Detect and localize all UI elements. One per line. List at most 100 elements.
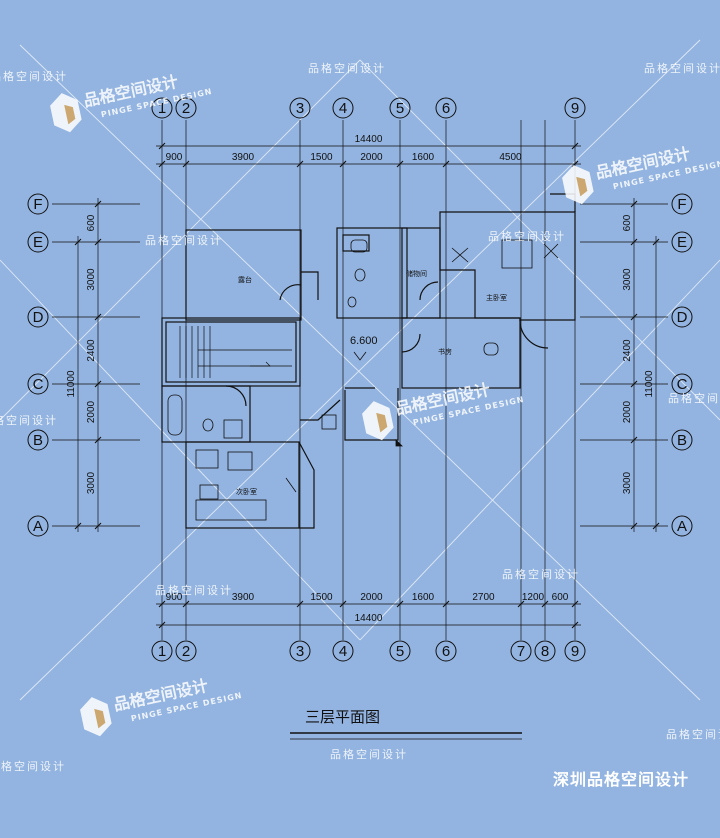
bottom-dim-total-label: 14400 (355, 613, 383, 624)
right-dim-total-label: 11000 (644, 370, 655, 398)
right-dim-segment-label: 2400 (622, 339, 633, 362)
dim-tick (296, 600, 304, 608)
axis-bubble-right-C: C (677, 376, 688, 393)
dim-tick (652, 522, 660, 530)
left-dim-segment-label: 3000 (86, 471, 97, 494)
bottom-dim-segment-label: 1600 (412, 592, 435, 603)
axis-bubble-top-2: 2 (182, 100, 190, 117)
dim-tick (94, 380, 102, 388)
axis-bubble-top-4-circle (332, 97, 354, 119)
axis-bubble-bottom-1: 1 (158, 643, 166, 660)
axis-bubble-top-3: 3 (296, 100, 304, 117)
axis-bubble-right-B-circle (671, 429, 693, 451)
master-bedroom-outline (439, 211, 576, 321)
right-dim-segment-label: 3000 (622, 471, 633, 494)
watermark-logo: 品格空间设计 PINGE SPACE DESIGN (562, 144, 720, 205)
dim-tick (158, 621, 166, 629)
watermark-text: 品格空间设计 (0, 759, 66, 773)
dim-tick (94, 238, 102, 246)
left-dim-segment-label: 2400 (86, 339, 97, 362)
axis-bubble-top-2-circle (175, 97, 197, 119)
dim-tick (571, 142, 579, 150)
dim-tick (541, 600, 549, 608)
axis-bubble-bottom-5: 5 (396, 643, 404, 660)
horizontal-axis-lines (52, 203, 668, 527)
dim-tick (339, 160, 347, 168)
axis-bubble-left-A: A (33, 518, 43, 535)
watermark-text: 品格空间设计 (666, 727, 720, 741)
dim-tick (630, 436, 638, 444)
axis-bubble-top-6: 6 (442, 100, 450, 117)
room-label-terrace: 露台 (238, 275, 252, 284)
axis-bubble-bottom-5-circle (389, 640, 411, 662)
stair-outline (161, 317, 301, 387)
axis-bubble-bottom-8: 8 (541, 643, 549, 660)
axis-bubble-right-D-circle (671, 306, 693, 328)
axis-bubble-left-C: C (33, 376, 44, 393)
watermark-text: 品格空间设计 (644, 61, 720, 75)
axis-bubble-right-B: B (677, 432, 687, 449)
dim-tick (296, 160, 304, 168)
axis-bubble-left-D-circle (27, 306, 49, 328)
room-labels: 露台 储物间 主卧室 书房 次卧室 6.600 (236, 269, 507, 496)
bottom-dim-segment-label: 2700 (472, 592, 495, 603)
axis-bubble-bottom-9-circle (564, 640, 586, 662)
watermark-text: 品格空间设计 (145, 233, 223, 247)
dim-tick (630, 522, 638, 530)
axis-bubble-right-C-circle (671, 373, 693, 395)
dim-tick (396, 160, 404, 168)
dim-tick (571, 600, 579, 608)
dim-tick (630, 238, 638, 246)
top-dim-segment-label: 2000 (360, 152, 383, 163)
axis-bubble-left-E: E (33, 234, 43, 251)
vertical-axis-lines (161, 120, 576, 640)
bottom-dim-segment-label: 1200 (522, 592, 545, 603)
axis-bubble-left-A-circle (27, 515, 49, 537)
dim-tick (630, 380, 638, 388)
dim-tick (339, 600, 347, 608)
axis-bubble-top-1: 1 (158, 100, 166, 117)
axis-bubble-bottom-2-circle (175, 640, 197, 662)
axis-bubble-right-E-circle (671, 231, 693, 253)
watermark-text: 品格空间设计 (488, 229, 566, 243)
axis-bubble-left-B: B (33, 432, 43, 449)
top-dim-segment-label: 3900 (232, 152, 255, 163)
bath-left-outline (161, 385, 251, 443)
axis-bubble-bottom-1-circle (151, 640, 173, 662)
dim-tick (158, 160, 166, 168)
dim-tick (74, 522, 82, 530)
axis-bubble-left-B-circle (27, 429, 49, 451)
axis-bubble-right-F: F (677, 196, 686, 213)
axis-bubble-right-D: D (677, 309, 688, 326)
axis-bubble-top-3-circle (289, 97, 311, 119)
top-dim-segment-label: 1500 (310, 152, 333, 163)
axis-bubble-left-F-circle (27, 193, 49, 215)
drawing-title: 三层平面图 (305, 708, 380, 726)
right-dim-segment-label: 2000 (622, 400, 633, 423)
top-dim-segment-label: 900 (166, 152, 183, 163)
watermark-text: 品格空间设计 (308, 61, 386, 75)
axis-bubble-top-5-circle (389, 97, 411, 119)
axis-bubble-bottom-7-circle (510, 640, 532, 662)
dim-tick (571, 621, 579, 629)
axis-bubble-bottom-7: 7 (517, 643, 525, 660)
axis-bubble-right-A: A (677, 518, 687, 535)
dim-tick (94, 522, 102, 530)
watermark-text: 品格空间设计 (668, 391, 720, 405)
dim-tick (158, 600, 166, 608)
axis-bubble-top-9: 9 (571, 100, 579, 117)
axis-bubble-left-F: F (33, 196, 42, 213)
dim-tick (94, 313, 102, 321)
left-dim-total-label: 11000 (66, 370, 77, 398)
axis-bubble-right-F-circle (671, 193, 693, 215)
watermark-logo: 品格空间设计 PINGE SPACE DESIGN (80, 676, 243, 737)
axis-bubble-right-A-circle (671, 515, 693, 537)
axis-bubble-top-5: 5 (396, 100, 404, 117)
room-label-study: 书房 (438, 347, 452, 356)
axis-bubble-right-E: E (677, 234, 687, 251)
axis-bubble-top-6-circle (435, 97, 457, 119)
bathroom-center-outline (336, 227, 408, 319)
bottom-dim-segment-label: 1500 (310, 592, 333, 603)
